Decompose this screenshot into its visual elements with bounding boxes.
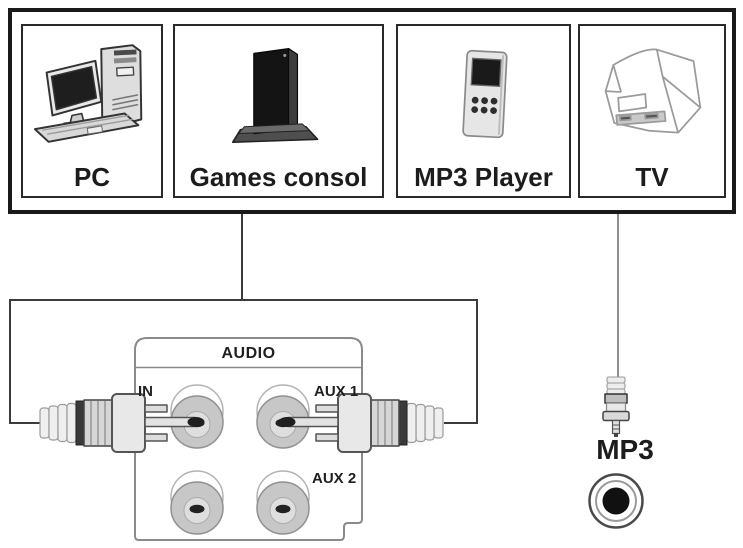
device-box-games-console: Games consol — [173, 24, 384, 198]
mp3-socket — [588, 473, 644, 529]
audio-panel-title: AUDIO — [221, 345, 276, 362]
mp3-plug — [602, 376, 630, 437]
device-label-mp3-player: MP3 Player — [414, 162, 553, 192]
tv-icon — [580, 26, 724, 162]
jack-in-label: IN — [138, 383, 153, 400]
jack-aux2 — [256, 470, 310, 535]
mp3-player-icon — [398, 26, 569, 162]
games-console-icon — [175, 26, 382, 162]
jack-aux1 — [256, 384, 310, 449]
device-label-games-console: Games consol — [189, 162, 368, 192]
jack-in — [170, 384, 224, 449]
device-box-mp3-player: MP3 Player — [396, 24, 571, 198]
jack-aux1-label: AUX 1 — [314, 383, 359, 400]
device-box-pc: PC — [21, 24, 163, 198]
jack-spare — [170, 470, 224, 535]
pc-icon — [23, 26, 161, 162]
device-label-tv: TV — [635, 162, 669, 192]
cable-loop — [9, 299, 478, 424]
jack-aux2-label: AUX 2 — [312, 470, 357, 487]
mp3-socket-label: MP3 — [596, 434, 654, 465]
device-box-tv: TV — [578, 24, 726, 198]
device-label-pc: PC — [73, 162, 111, 192]
